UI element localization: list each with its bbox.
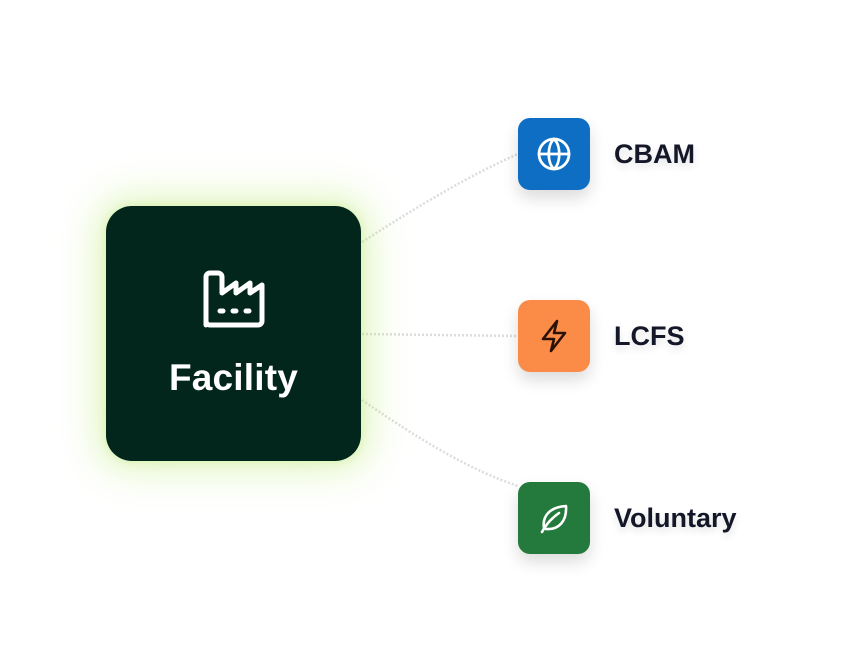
facility-node: Facility	[106, 206, 361, 461]
cbam-tile	[518, 118, 590, 190]
facility-label: Facility	[168, 356, 299, 398]
lcfs-tile	[518, 300, 590, 372]
connector-lcfs	[361, 332, 519, 338]
target-lcfs: LCFS	[518, 300, 818, 372]
target-cbam: CBAM	[518, 118, 818, 190]
lightning-icon	[541, 319, 567, 353]
leaf-icon	[540, 504, 568, 534]
lcfs-label: LCFS	[614, 320, 685, 351]
cbam-label: CBAM	[614, 138, 695, 169]
connector-voluntary	[361, 398, 519, 488]
factory-icon	[203, 270, 264, 327]
target-voluntary: Voluntary	[518, 482, 818, 554]
voluntary-label: Voluntary	[614, 502, 737, 533]
globe-icon	[537, 137, 571, 171]
connector-cbam	[361, 152, 519, 244]
voluntary-tile	[518, 482, 590, 554]
